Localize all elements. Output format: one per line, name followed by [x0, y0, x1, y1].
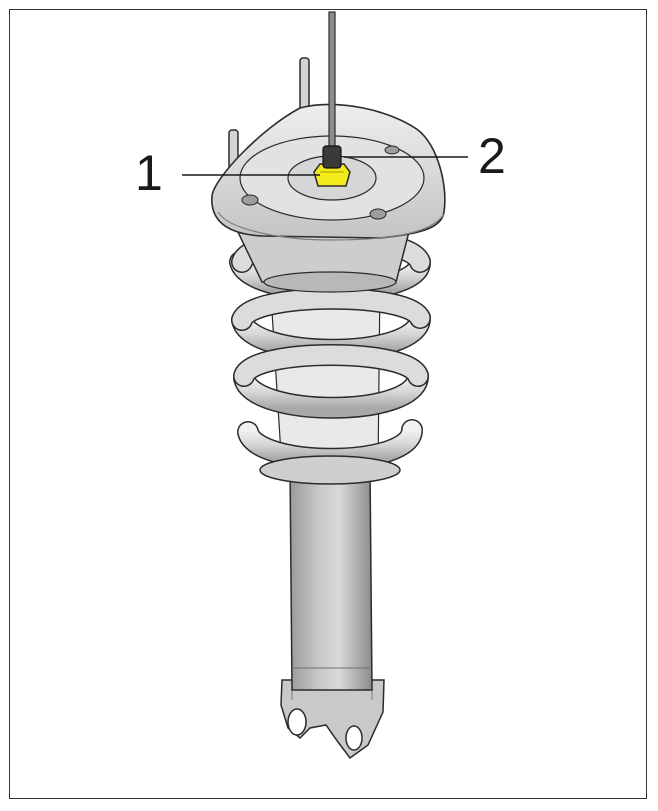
tool-rod	[322, 11, 342, 169]
nut	[313, 163, 351, 187]
coil-spring	[229, 228, 431, 485]
leader-lines	[182, 156, 468, 176]
damper-tube	[289, 467, 373, 691]
callout-2: 2	[474, 131, 510, 181]
upper-seat	[234, 227, 411, 293]
callout-1: 1	[131, 148, 167, 198]
lower-mount	[280, 679, 385, 760]
